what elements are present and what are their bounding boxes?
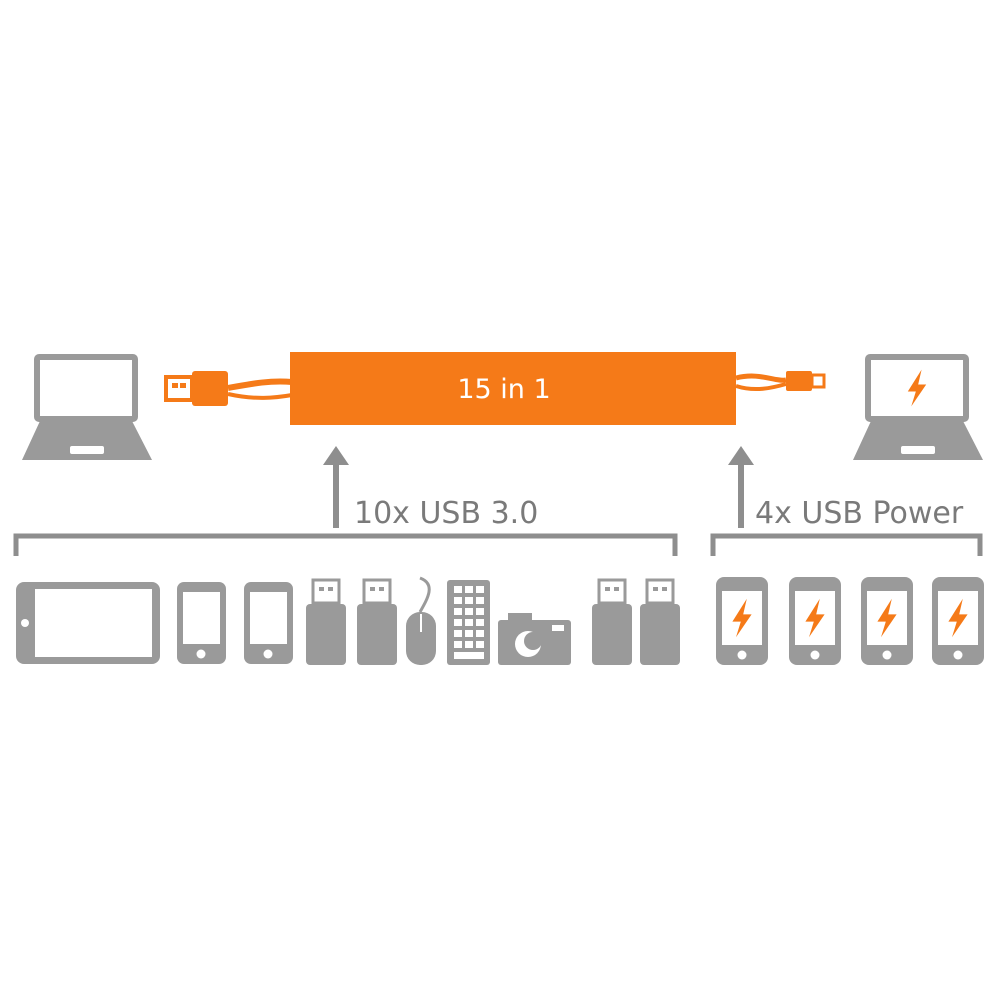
camera-icon bbox=[498, 613, 571, 665]
usb-flash-drive-icon bbox=[357, 578, 397, 665]
hub-power-cable bbox=[735, 373, 787, 383]
phone-charging-icon bbox=[716, 577, 768, 665]
hub-input-cable bbox=[227, 378, 293, 391]
power-devices-bracket bbox=[710, 533, 983, 556]
phone-charging-icon bbox=[789, 577, 841, 665]
hub-power-cable-loop bbox=[735, 382, 787, 392]
usb-flash-drive-icon bbox=[592, 578, 632, 665]
usb-a-plug-icon bbox=[164, 371, 228, 406]
smartphone-icon bbox=[177, 582, 226, 664]
phone-charging-icon bbox=[932, 577, 984, 665]
hub-input-cable-loop bbox=[227, 392, 293, 400]
keyboard-icon bbox=[447, 580, 490, 665]
laptop-charging-icon bbox=[853, 354, 983, 460]
tablet-icon bbox=[16, 582, 160, 664]
usb-flash-drive-icon bbox=[306, 578, 346, 665]
usb-data-ports-label: 10x USB 3.0 bbox=[354, 496, 538, 531]
smartphone-icon bbox=[244, 582, 293, 664]
laptop-icon bbox=[22, 354, 152, 460]
micro-usb-plug-icon bbox=[786, 371, 826, 391]
hub-label: 15 in 1 bbox=[457, 374, 550, 405]
power-arrow bbox=[728, 446, 754, 528]
usb-flash-drive-icon bbox=[640, 578, 680, 665]
usb-power-ports-label: 4x USB Power bbox=[755, 496, 964, 531]
phone-charging-icon bbox=[861, 577, 913, 665]
usb-hub-body bbox=[290, 352, 736, 425]
data-arrow bbox=[323, 446, 349, 528]
mouse-icon bbox=[406, 576, 436, 665]
data-devices-bracket bbox=[13, 533, 678, 556]
